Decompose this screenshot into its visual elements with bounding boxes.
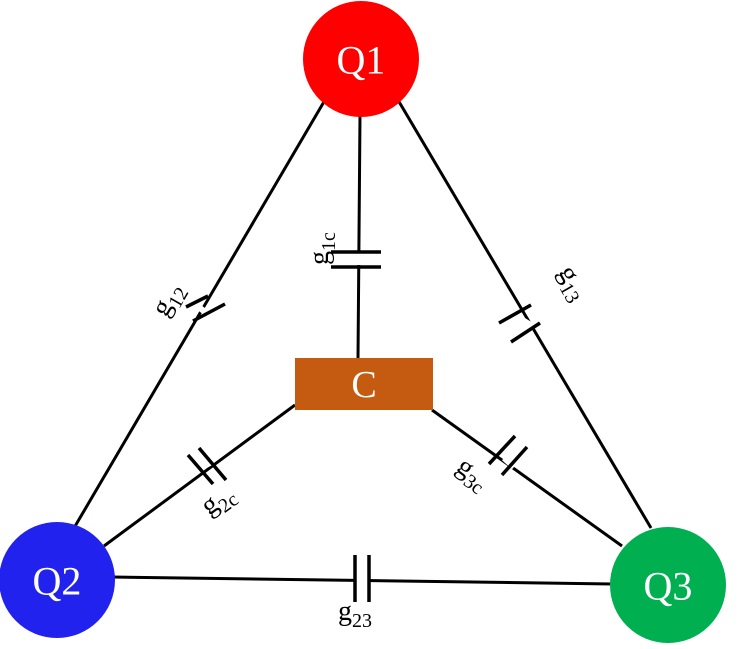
label-g23-symbol: g: [338, 596, 352, 627]
label-g12: g12: [145, 277, 193, 324]
coupler-c: C: [295, 358, 433, 410]
capacitor-g13: [498, 303, 541, 344]
label-g3c: g3c: [448, 451, 496, 500]
svg-text:g23: g23: [338, 596, 372, 632]
capacitor-g1c: [331, 250, 381, 269]
capacitor-g12: [185, 294, 226, 327]
qubit-q3-label: Q3: [644, 564, 693, 609]
capacitor-g2c: [186, 446, 228, 486]
qubit-q2: Q2: [0, 522, 115, 638]
label-g1c-symbol: g: [304, 251, 335, 265]
qubit-q2-label: Q2: [33, 559, 82, 604]
qubit-q1-label: Q1: [337, 38, 386, 83]
wire-q2-coupler: [103, 403, 296, 548]
svg-text:g2c: g2c: [195, 477, 243, 526]
capacitor-g3c: [487, 434, 529, 477]
label-g23-subscript: 23: [352, 610, 372, 632]
qubit-q1-circle: [303, 1, 419, 117]
capacitor-g23: [353, 555, 371, 602]
svg-text:g12: g12: [145, 277, 193, 324]
label-g2c: g2c: [195, 477, 243, 526]
wire-q3-coupler: [431, 408, 623, 548]
label-g1c-subscript: 1c: [318, 232, 340, 251]
qubit-q3: Q3: [610, 527, 726, 643]
qubit-q1: Q1: [303, 1, 419, 117]
label-g13: g13: [548, 260, 596, 307]
wire-q1-coupler: [356, 114, 362, 359]
svg-text:g13: g13: [548, 260, 596, 307]
wire-q1-q2: [72, 99, 327, 529]
coupler-label: C: [351, 364, 376, 406]
qubit-q3-circle: [610, 527, 726, 643]
svg-text:g1c: g1c: [304, 232, 340, 265]
coupler-box: [295, 358, 433, 410]
svg-text:g3c: g3c: [448, 451, 496, 500]
label-g1c: g1c: [304, 232, 340, 265]
wire-q1-q3: [396, 99, 653, 529]
qubit-q2-circle: [0, 522, 115, 638]
label-g23: g23: [338, 596, 372, 632]
